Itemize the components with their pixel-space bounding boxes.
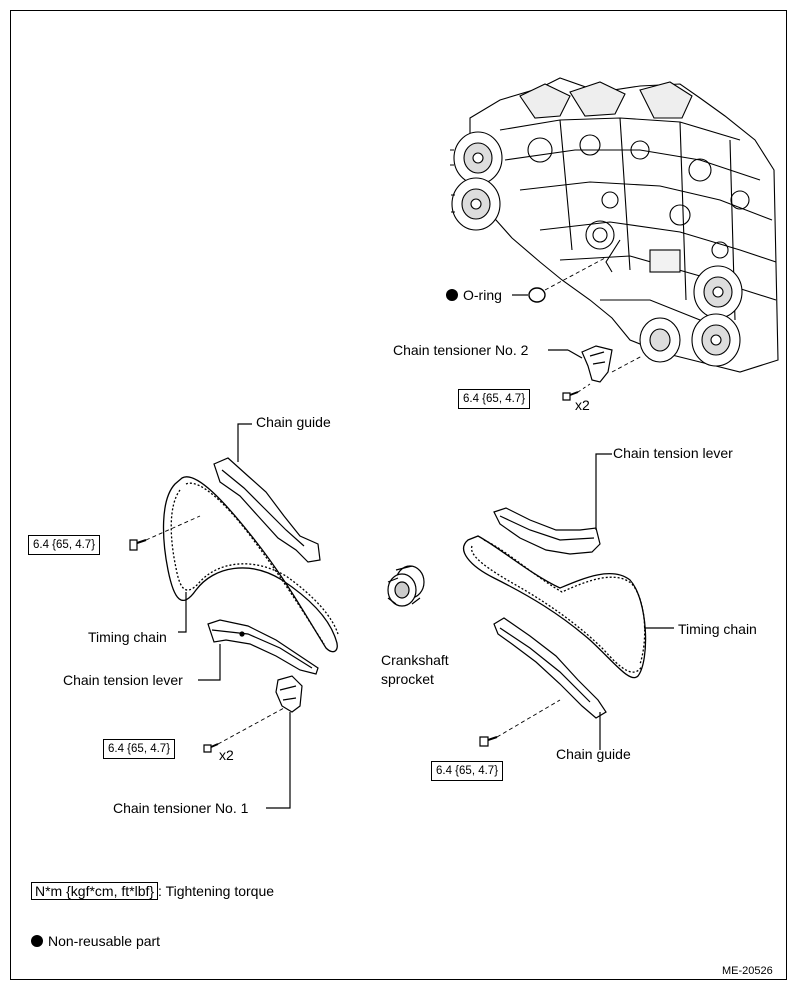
- engine-block: [450, 77, 779, 373]
- quantity-tensioner-1: x2: [219, 747, 234, 763]
- non-reusable-dot-icon: [31, 935, 43, 947]
- crankshaft-sprocket-label-line1: Crankshaft: [381, 652, 449, 668]
- chain-tensioner-1-part: [275, 675, 303, 713]
- chain-tensioner-2-part: [581, 345, 613, 383]
- quantity-tensioner-2: x2: [575, 397, 590, 413]
- tensioner-1-bolt: [203, 743, 219, 753]
- left-chain-tension-lever-part: [207, 619, 319, 675]
- torque-spec-tensioner-1: 6.4 {65, 4.7}: [103, 739, 176, 759]
- torque-spec-left-guide: 6.4 {65, 4.7}: [28, 535, 101, 555]
- right-timing-chain-label: Timing chain: [678, 621, 757, 637]
- left-chain-guide-part: [213, 457, 321, 563]
- left-guide-bolt: [129, 539, 147, 551]
- right-cam-sprockets: [691, 265, 743, 367]
- left-timing-chain-label: Timing chain: [88, 629, 167, 645]
- left-cam-sprockets: [450, 131, 503, 231]
- right-timing-chain: [462, 535, 647, 679]
- o-ring-part: [528, 287, 546, 303]
- legend-unit-description: : Tightening torque: [158, 883, 275, 899]
- left-timing-chain: [162, 476, 339, 653]
- legend-torque: N*m {kgf*cm, ft*lbf}: Tightening torque: [31, 882, 275, 900]
- crankshaft-sprocket-label-line2: sprocket: [381, 671, 434, 687]
- left-chain-guide-label: Chain guide: [256, 414, 331, 430]
- tensioner-2-bolt: [562, 391, 579, 401]
- o-ring-label: O-ring: [446, 287, 502, 303]
- torque-spec-tensioner-2: 6.4 {65, 4.7}: [458, 389, 531, 409]
- diagram-frame: [10, 10, 787, 980]
- chain-tensioner-2-label: Chain tensioner No. 2: [393, 342, 529, 358]
- legend-unit-box: N*m {kgf*cm, ft*lbf}: [31, 882, 159, 900]
- right-chain-guide-label: Chain guide: [556, 746, 631, 762]
- right-chain-tension-lever-part: [493, 507, 601, 555]
- figure-id: ME-20526: [722, 965, 773, 977]
- torque-spec-right-guide: 6.4 {65, 4.7}: [431, 761, 504, 781]
- chain-tensioner-1-label: Chain tensioner No. 1: [113, 800, 249, 816]
- legend-nonreusable: Non-reusable part: [31, 933, 160, 949]
- non-reusable-dot-icon: [446, 289, 458, 301]
- left-chain-tension-lever-label: Chain tension lever: [63, 672, 183, 688]
- crankshaft-sprocket-part: [387, 565, 425, 607]
- right-chain-tension-lever-label: Chain tension lever: [613, 445, 733, 461]
- right-guide-bolt: [479, 736, 498, 747]
- right-chain-guide-part: [493, 617, 607, 719]
